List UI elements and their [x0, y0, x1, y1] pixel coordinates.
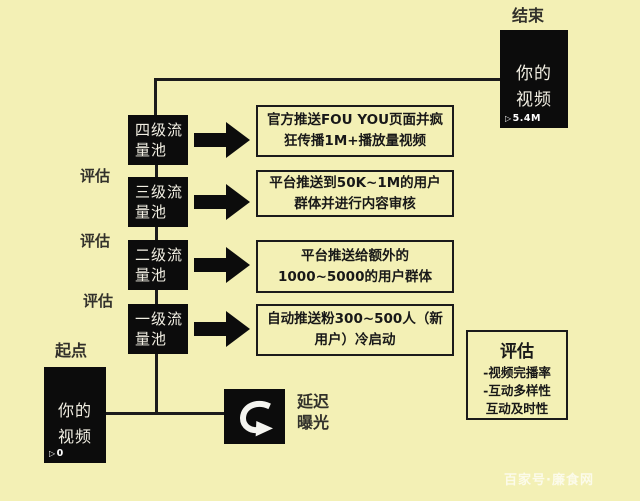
right-arrow-icon: [194, 184, 250, 220]
connector-pool4-pool3: [155, 164, 158, 178]
end-video-box: 你的 视频 ▷ 5.4M: [500, 30, 568, 128]
connector-pool3-pool2: [155, 226, 158, 241]
desc-box-level4: 官方推送FOU YOU页面并疯 狂传播1M+播放量视频: [256, 105, 454, 157]
pool-box-level3: 三级流 量池: [128, 177, 188, 227]
assessment-title: 评估: [500, 342, 534, 362]
end-label: 结束: [512, 6, 545, 25]
start-video-title: 你的 视频: [57, 400, 92, 446]
start-views-value: 0: [56, 448, 64, 459]
watermark: 百家号·廉食网: [504, 473, 594, 488]
play-icon: ▷: [505, 114, 512, 123]
curved-return-arrow-icon: [239, 400, 273, 436]
pool-box-level1: 一级流 量池: [128, 304, 188, 354]
pool-box-level4: 四级流 量池: [128, 115, 188, 165]
right-arrow-icon: [194, 311, 250, 347]
end-video-title: 你的 视频: [516, 64, 552, 111]
connector-top-horizontal: [154, 78, 500, 81]
end-views-value: 5.4M: [512, 113, 541, 124]
delayed-exposure-label: 延迟 曝光: [297, 392, 330, 432]
connector-bottom-horizontal: [105, 412, 224, 415]
assessment-box: 评估 -视频完播率 -互动多样性 互动及时性: [466, 330, 568, 420]
connector-top-vertical: [154, 78, 157, 116]
start-video-views: ▷ 0: [49, 448, 64, 459]
evaluate-label-2: 评估: [80, 232, 111, 250]
start-video-box: 你的 视频 ▷ 0: [44, 367, 106, 463]
assessment-item-3: 互动及时性: [485, 401, 549, 416]
desc-box-level2: 平台推送给额外的 1000~5000的用户群体: [256, 240, 454, 293]
play-icon: ▷: [49, 449, 56, 458]
assessment-item-1: -视频完播率: [483, 365, 551, 380]
evaluate-label-1: 评估: [80, 167, 111, 185]
desc-box-level3: 平台推送到50K~1M的用户 群体并进行内容审核: [256, 170, 454, 217]
right-arrow-icon: [194, 122, 250, 158]
evaluate-label-3: 评估: [83, 292, 114, 310]
end-video-views: ▷ 5.4M: [505, 113, 541, 124]
desc-box-level1: 自动推送粉300~500人（新 用户）冷启动: [256, 304, 454, 356]
right-arrow-icon: [194, 247, 250, 283]
assessment-item-2: -互动多样性: [483, 383, 551, 398]
connector-pool2-pool1: [155, 289, 158, 305]
pool-box-level2: 二级流 量池: [128, 240, 188, 290]
start-label: 起点: [55, 341, 88, 360]
connector-pool1-bottom: [155, 352, 158, 414]
delayed-exposure-box: [224, 389, 285, 444]
